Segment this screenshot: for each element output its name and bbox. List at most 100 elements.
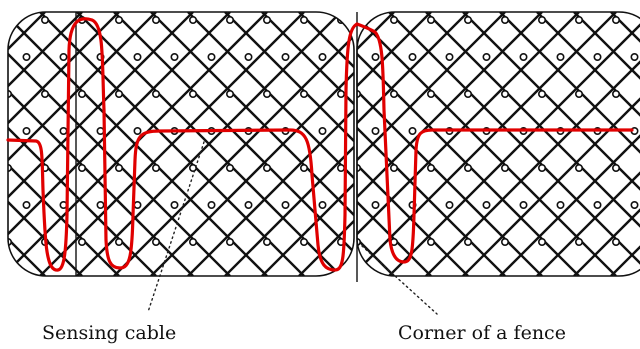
mesh-knot-left xyxy=(133,52,142,61)
mesh-knot-right xyxy=(482,201,491,210)
mesh-knot-right xyxy=(445,201,454,210)
mesh-knot-left xyxy=(40,90,49,99)
sensing-cable-leader-line xyxy=(147,141,205,313)
mesh-knot-left xyxy=(170,201,179,210)
mesh-wire-right xyxy=(499,12,640,276)
mesh-wire-right xyxy=(462,12,640,276)
mesh-wire-right xyxy=(536,12,640,276)
mesh-wire-right xyxy=(357,12,432,276)
mesh-knot-left xyxy=(152,90,161,99)
mesh-wire-right xyxy=(56,12,320,276)
mesh-knot-left xyxy=(189,164,198,173)
mesh-knot-left xyxy=(318,201,327,210)
mesh-knot-left xyxy=(59,127,68,136)
mesh-knot-right xyxy=(408,127,417,136)
mesh-knot-left xyxy=(133,127,142,136)
mesh-knot-right xyxy=(500,164,509,173)
mesh-wire-left xyxy=(8,12,231,276)
mesh-knot-left xyxy=(22,201,31,210)
mesh-knot-right xyxy=(611,164,620,173)
mesh-knot-right xyxy=(357,238,361,247)
mesh-knot-left xyxy=(96,201,105,210)
mesh-knot-right xyxy=(574,164,583,173)
corner-of-fence-label: Corner of a fence xyxy=(398,322,566,344)
mesh-knot-left xyxy=(78,90,87,99)
mesh-knot-left xyxy=(152,238,161,247)
mesh-wire-left xyxy=(8,12,83,276)
mesh-knot-left xyxy=(375,239,381,245)
mesh-wire-left xyxy=(261,12,354,276)
mesh-knot-right xyxy=(317,17,323,23)
mesh-knot-left xyxy=(133,201,142,210)
mesh-knot-right xyxy=(371,127,380,136)
mesh-wire-right xyxy=(357,12,543,276)
mesh-wire-left xyxy=(224,12,354,276)
mesh-knot-right xyxy=(389,15,398,24)
mesh-knot-right xyxy=(426,164,435,173)
mesh-wire-right xyxy=(388,12,640,276)
mesh-wire-right xyxy=(425,12,640,276)
mesh-wire-left xyxy=(76,12,342,276)
mesh-wire-right xyxy=(573,12,640,276)
mesh-wire-right xyxy=(610,12,640,276)
mesh-knot-left xyxy=(115,15,124,24)
mesh-knot-left xyxy=(207,201,216,210)
corner-of-fence-leader-line xyxy=(361,245,438,315)
mesh-knot-right xyxy=(408,52,417,61)
mesh-knot-left xyxy=(375,165,381,171)
mesh-knot-right xyxy=(500,90,509,99)
mesh-knot-left xyxy=(78,164,87,173)
mesh-wire-right xyxy=(536,12,640,276)
mesh-knot-left xyxy=(22,52,31,61)
fence-panel-left-frame xyxy=(7,11,355,277)
mesh-knot-right xyxy=(426,238,435,247)
mesh-wire-right xyxy=(357,12,469,276)
mesh-wire-left xyxy=(8,12,157,276)
mesh-knot-left xyxy=(170,52,179,61)
mesh-wire-left xyxy=(335,12,354,276)
mesh-knot-right xyxy=(611,90,620,99)
mesh-knot-left xyxy=(59,52,68,61)
mesh-wire-left xyxy=(8,12,268,276)
mesh-knot-left xyxy=(299,164,308,173)
mesh-knot-right xyxy=(556,201,565,210)
mesh-knot-left xyxy=(318,52,327,61)
mesh-wire-right xyxy=(388,12,640,276)
mesh-knot-left xyxy=(281,201,290,210)
mesh-knot-right xyxy=(630,52,639,61)
mesh-knot-right xyxy=(317,165,323,171)
mesh-knot-right xyxy=(593,201,602,210)
mesh-wire-right xyxy=(357,12,469,276)
mesh-wire-left xyxy=(8,12,83,276)
mesh-knot-right xyxy=(630,201,639,210)
mesh-knot-right xyxy=(463,238,472,247)
mesh-knot-right xyxy=(537,238,546,247)
mesh-knot-left xyxy=(299,238,308,247)
mesh-knot-right xyxy=(357,164,361,173)
mesh-knot-left xyxy=(189,90,198,99)
mesh-wire-right xyxy=(425,12,640,276)
mesh-knot-right xyxy=(537,15,546,24)
mesh-wire-left xyxy=(261,12,354,276)
mesh-knot-left xyxy=(115,90,124,99)
mesh-knot-right xyxy=(500,238,509,247)
mesh-wire-left xyxy=(8,12,9,276)
mesh-wire-right xyxy=(573,12,640,276)
mesh-knot-left xyxy=(226,90,235,99)
mesh-knot-left xyxy=(152,15,161,24)
mesh-wire-left xyxy=(298,12,354,276)
mesh-wire-right xyxy=(357,12,506,276)
mesh-knot-right xyxy=(426,15,435,24)
mesh-knot-left xyxy=(152,164,161,173)
mesh-wire-left xyxy=(150,12,354,276)
mesh-knot-right xyxy=(445,52,454,61)
mesh-knot-left xyxy=(189,238,198,247)
mesh-knot-left xyxy=(22,127,31,136)
sensing-cable-label: Sensing cable xyxy=(42,322,177,344)
mesh-knot-left xyxy=(336,90,345,99)
mesh-knot-left xyxy=(262,238,271,247)
mesh-wire-left xyxy=(8,12,9,276)
mesh-knot-left xyxy=(78,238,87,247)
mesh-knot-left xyxy=(226,238,235,247)
